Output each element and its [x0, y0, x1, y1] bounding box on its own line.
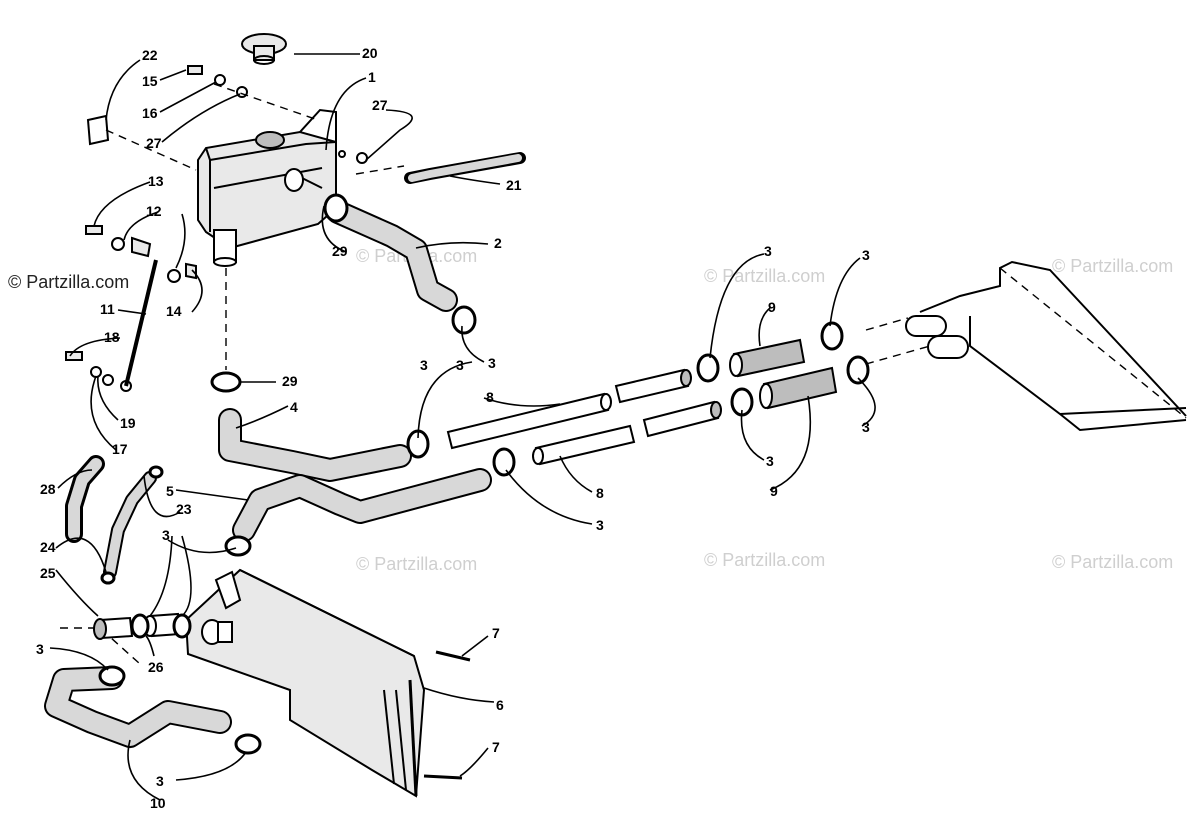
hose-clamps [98, 193, 870, 755]
callout-15: 15 [142, 73, 158, 89]
callout-27: 27 [146, 135, 162, 151]
callout-17: 17 [112, 441, 128, 457]
callout-20: 20 [362, 45, 378, 61]
callout-3: 3 [596, 517, 604, 533]
callout-24: 24 [40, 539, 56, 555]
leader-lines [49, 53, 876, 801]
callout-8: 8 [596, 485, 604, 501]
callout-12: 12 [146, 203, 162, 219]
callout-7: 7 [492, 739, 500, 755]
callout-3: 3 [764, 243, 772, 259]
callout-16: 16 [142, 105, 158, 121]
callout-6: 6 [496, 697, 504, 713]
callout-14: 14 [166, 303, 182, 319]
callout-3: 3 [36, 641, 44, 657]
callout-27: 27 [372, 97, 388, 113]
coupler-9-upper [729, 338, 806, 378]
callout-4: 4 [290, 399, 298, 415]
callout-9: 9 [768, 299, 776, 315]
heat-exchanger [905, 260, 1187, 432]
label-plate [86, 114, 110, 146]
tube-8-upper [446, 368, 692, 450]
callout-28: 28 [40, 481, 56, 497]
watermark: © Partzilla.com [1052, 256, 1173, 276]
callout-7: 7 [492, 625, 500, 641]
callout-29: 29 [282, 373, 298, 389]
coupler-9-lower [759, 366, 838, 410]
watermark: © Partzilla.com [356, 554, 477, 574]
callout-3: 3 [456, 357, 464, 373]
callout-29: 29 [332, 243, 348, 259]
callout-8: 8 [486, 389, 494, 405]
watermark: © Partzilla.com [8, 272, 129, 292]
callout-10: 10 [150, 795, 166, 811]
callout-21: 21 [506, 177, 522, 193]
callout-3: 3 [862, 247, 870, 263]
callout-23: 23 [176, 501, 192, 517]
callout-3: 3 [156, 773, 164, 789]
callout-3: 3 [162, 527, 170, 543]
watermark: © Partzilla.com [704, 266, 825, 286]
callout-11: 11 [100, 301, 115, 317]
watermark: © Partzilla.com [704, 550, 825, 570]
callout-22: 22 [142, 47, 158, 63]
callout-3: 3 [862, 419, 870, 435]
callout-3: 3 [420, 357, 428, 373]
callout-3: 3 [488, 355, 496, 371]
fittings-left [93, 570, 242, 645]
callout-9: 9 [770, 483, 778, 499]
callout-25: 25 [40, 565, 56, 581]
tube-8-lower [532, 400, 722, 466]
hardware-small [187, 65, 368, 164]
callout-18: 18 [104, 329, 120, 345]
support-rod [65, 225, 197, 392]
callout-numbers: 1 2 3 3 3 3 3 3 3 3 3 3 3 4 5 6 7 7 8 8 … [36, 45, 870, 811]
callout-13: 13 [148, 173, 164, 189]
callout-2: 2 [494, 235, 502, 251]
callout-5: 5 [166, 483, 174, 499]
radiator [184, 568, 426, 798]
watermark: © Partzilla.com [1052, 552, 1173, 572]
callout-19: 19 [120, 415, 136, 431]
coolant-tank [197, 108, 337, 267]
callout-26: 26 [148, 659, 164, 675]
callout-3: 3 [766, 453, 774, 469]
callout-1: 1 [368, 69, 376, 85]
radiator-cap [241, 33, 287, 65]
